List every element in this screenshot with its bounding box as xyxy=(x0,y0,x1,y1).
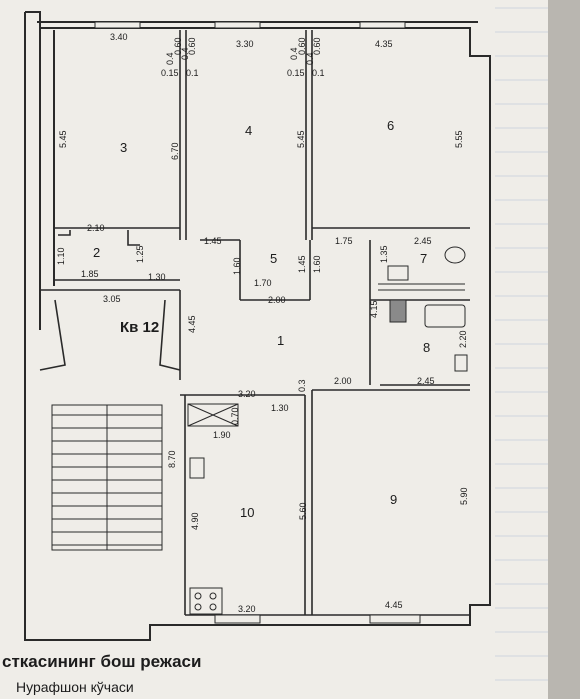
dim-4-35: 4.35 xyxy=(375,39,393,49)
dim-1-30-a: 1.30 xyxy=(148,272,166,282)
dim-0-70: 0.70 xyxy=(230,407,240,425)
stair-hall-walls xyxy=(39,299,181,371)
dim-1-45-b: 1.45 xyxy=(297,255,307,273)
room-labels: 3 4 6 2 5 7 1 8 9 10 Кв 12 xyxy=(93,118,430,520)
dim-0-4-d: 0.4 xyxy=(305,52,315,65)
dim-3-20-b: 3.20 xyxy=(238,604,256,614)
room-label-2: 2 xyxy=(93,245,100,260)
toilet xyxy=(444,246,466,264)
dim-1-90: 1.90 xyxy=(213,430,231,440)
dim-1-45-a: 1.45 xyxy=(204,236,222,246)
dim-1-85: 1.85 xyxy=(81,269,99,279)
dim-3-30: 3.30 xyxy=(236,39,254,49)
dim-2-45-b: 2.45 xyxy=(417,376,435,386)
dim-1-30-b: 1.30 xyxy=(271,403,289,413)
dim-4-45: 4.45 xyxy=(187,315,197,333)
dim-0-60-c: 0.60 xyxy=(297,37,307,55)
kitchen-sink xyxy=(189,457,205,479)
dim-2-00-b: 2.00 xyxy=(334,376,352,386)
dim-0-1-b: 0.1 xyxy=(312,68,325,78)
dim-0-4-c: 0.4 xyxy=(289,47,299,60)
dim-3-05: 3.05 xyxy=(103,294,121,304)
paper-background xyxy=(0,0,548,699)
dim-0-60-d: 0.60 xyxy=(312,37,322,55)
bathtub xyxy=(424,304,466,328)
dim-0-60-b: 0.60 xyxy=(187,37,197,55)
dim-1-25: 1.25 xyxy=(135,245,145,263)
room-label-7: 7 xyxy=(420,251,427,266)
dimension-labels-vertical: 0.4 0.60 0.4 0.60 0.4 0.60 0.4 0.60 5.45… xyxy=(56,37,469,530)
dim-0-4-b: 0.4 xyxy=(180,47,190,60)
room-label-9: 9 xyxy=(390,492,397,507)
stair-treads xyxy=(52,414,162,546)
dim-1-60-a: 1.60 xyxy=(232,257,242,275)
fixtures xyxy=(187,246,468,615)
windows xyxy=(94,21,421,624)
room-label-10: 10 xyxy=(240,505,254,520)
shower-tray xyxy=(389,299,407,323)
dim-1-60-b: 1.60 xyxy=(312,255,322,273)
dim-6-70: 6.70 xyxy=(170,142,180,160)
bath-sink xyxy=(387,265,409,281)
room-label-6: 6 xyxy=(387,118,394,133)
stove xyxy=(189,587,223,615)
street-caption: Нурафшон кўчаси xyxy=(16,679,134,695)
wash-basin xyxy=(454,354,468,372)
dim-4-90: 4.90 xyxy=(190,512,200,530)
dim-0-1-a: 0.1 xyxy=(186,68,199,78)
desk-edge xyxy=(548,0,580,699)
dim-3-40: 3.40 xyxy=(110,32,128,42)
dim-5-55: 5.55 xyxy=(454,130,464,148)
dimension-labels: 3.40 3.30 4.35 0.15 0.1 0.15 0.1 2.10 1.… xyxy=(81,32,435,614)
dim-2-20: 2.20 xyxy=(458,330,468,348)
dim-0-15-b: 0.15 xyxy=(287,68,305,78)
dim-0-60-a: 0.60 xyxy=(173,37,183,55)
dim-0-4-a: 0.4 xyxy=(165,52,175,65)
room-label-3: 3 xyxy=(120,140,127,155)
room-label-4: 4 xyxy=(245,123,252,138)
room-label-5: 5 xyxy=(270,251,277,266)
dim-3-20-a: 3.20 xyxy=(238,389,256,399)
dim-1-75: 1.75 xyxy=(335,236,353,246)
dim-1-35: 1.35 xyxy=(379,245,389,263)
dim-5-45-a: 5.45 xyxy=(58,130,68,148)
dim-2-10: 2.10 xyxy=(87,223,105,233)
dim-2-00-a: 2.00 xyxy=(268,295,286,305)
dim-5-90: 5.90 xyxy=(459,487,469,505)
dim-1-10: 1.10 xyxy=(56,247,66,265)
dim-8-70: 8.70 xyxy=(167,450,177,468)
ventilation-shaft xyxy=(187,403,239,427)
room-label-1: 1 xyxy=(277,333,284,348)
dim-5-45-b: 5.45 xyxy=(296,130,306,148)
apartment-label: Кв 12 xyxy=(120,319,159,336)
dim-0-15-a: 0.15 xyxy=(161,68,179,78)
dim-0-3: 0.3 xyxy=(297,379,307,392)
dim-2-45-a: 2.45 xyxy=(414,236,432,246)
dim-4-45-b: 4.45 xyxy=(385,600,403,610)
dim-1-70: 1.70 xyxy=(254,278,272,288)
room-label-8: 8 xyxy=(423,340,430,355)
staircase xyxy=(51,404,163,551)
dim-5-60: 5.60 xyxy=(298,502,308,520)
ruled-lines xyxy=(495,7,548,681)
dim-4-15: 4.15 xyxy=(369,300,379,318)
plan-caption: сткасининг бош режаси xyxy=(2,652,201,671)
